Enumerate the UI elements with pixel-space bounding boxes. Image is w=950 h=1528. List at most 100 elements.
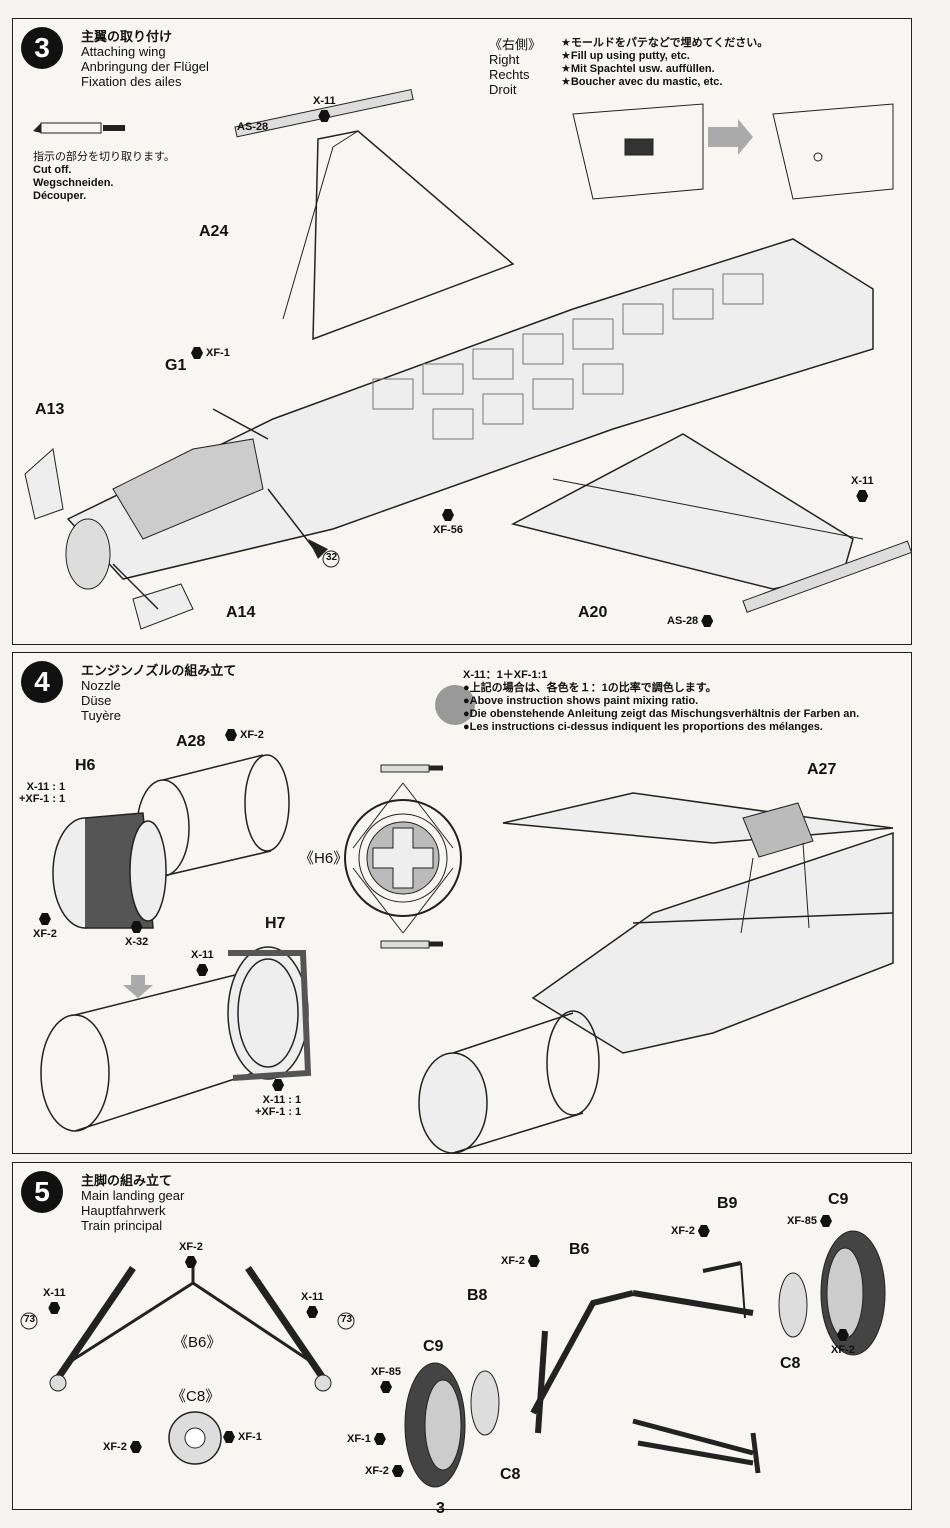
cut-fr: Découper. — [33, 190, 87, 202]
paint-hex-icon — [441, 509, 454, 521]
paint-xf2-a28: XF-2 — [225, 729, 264, 741]
step-title: エンジンノズルの組み立て Nozzle Düse Tuyère — [81, 663, 236, 723]
part-c9-left: C9 — [423, 1338, 444, 1355]
putty-jp: ★モールドをパテなどで埋めてください。 — [561, 37, 769, 49]
step-4-panel: 4 エンジンノズルの組み立て Nozzle Düse Tuyère — [12, 652, 912, 1154]
part-a13: A13 — [35, 401, 65, 418]
mix-title: X-11：1＋XF-1:1 — [463, 669, 548, 681]
part-b8: B8 — [467, 1287, 488, 1304]
paint-label: +XF-1 : 1 — [255, 1106, 302, 1118]
paint-label: X-11 — [313, 95, 336, 107]
paint-label: XF-1 — [238, 1431, 262, 1443]
paint-hex-icon — [196, 964, 209, 976]
paint-label: XF-2 — [240, 729, 264, 741]
page-number: 3 — [436, 1500, 445, 1517]
paint-xf1-c8: XF-1 — [223, 1431, 262, 1443]
step-title: 主脚の組み立て Main landing gear Hauptfahrwerk … — [81, 1173, 184, 1233]
paint-label: X-11 : 1 — [26, 781, 66, 793]
part-as28-bottom-label: AS-28 — [667, 615, 699, 627]
paint-hex-icon — [527, 1255, 540, 1267]
title-jp: エンジンノズルの組み立て — [81, 663, 237, 678]
step-3-panel: 3 主翼の取り付け Attaching wing Anbringung der … — [12, 18, 912, 645]
step-title: 主翼の取り付け Attaching wing Anbringung der Fl… — [81, 29, 209, 89]
part-b6: B6 — [569, 1241, 590, 1258]
paint-label: X-32 — [125, 936, 149, 948]
paint-xf2-h6: XF-2 — [33, 913, 57, 940]
step-5-panel: 5 主脚の組み立て Main landing gear Hauptfahrwer… — [12, 1162, 912, 1510]
ref-step-73-left: 73 — [24, 1314, 36, 1325]
paint-x11-h7: X-11 — [191, 949, 214, 976]
paint-hex-icon — [223, 1431, 235, 1443]
step-number: 5 — [21, 1171, 63, 1213]
paint-xf85-right: XF-85 — [787, 1215, 832, 1227]
paint-mix-h6: X-11 : 1 +XF-1 : 1 — [19, 781, 65, 805]
title-fr: Train principal — [81, 1218, 163, 1233]
paint-hex-icon — [272, 1079, 285, 1091]
paint-mix-h7: X-11 : 1 +XF-1 : 1 — [255, 1079, 301, 1118]
step-number: 4 — [21, 661, 63, 703]
paint-hex-icon — [379, 1381, 392, 1393]
paint-xf2-top: XF-2 — [179, 1241, 203, 1268]
side-fr: Droit — [489, 82, 517, 97]
part-h7: H7 — [265, 915, 286, 932]
knife-icon — [380, 940, 443, 949]
paint-hex-icon — [225, 729, 237, 741]
paint-label: XF-2 — [671, 1225, 695, 1237]
title-en: Main landing gear — [81, 1188, 185, 1203]
paint-label: XF-2 — [179, 1241, 203, 1253]
title-fr: Fixation des ailes — [81, 74, 182, 89]
paint-hex-icon — [48, 1302, 61, 1314]
part-a27: A27 — [807, 761, 837, 778]
paint-hex-icon — [129, 1441, 142, 1453]
paint-xf2-c8: XF-2 — [103, 1441, 142, 1453]
part-as28-top: AS-28 — [237, 121, 269, 133]
paint-label: XF-85 — [371, 1366, 401, 1378]
part-c9-right: C9 — [828, 1191, 849, 1208]
paint-x11-right: X-11 — [301, 1291, 324, 1318]
title-de: Düse — [81, 693, 112, 708]
part-a20: A20 — [578, 604, 608, 621]
paint-hex-icon — [130, 921, 143, 933]
ref-step-32: 32 — [326, 552, 338, 563]
paint-hex-icon — [697, 1225, 710, 1237]
right-side-label: 《右側》 Right Rechts Droit — [489, 37, 541, 97]
knife-icon — [33, 122, 125, 134]
side-en: Right — [489, 52, 520, 67]
paint-xf1: XF-1 — [191, 347, 230, 359]
part-a28: A28 — [176, 733, 206, 750]
paint-xf2-b9: XF-2 — [671, 1225, 710, 1237]
paint-hex-icon — [819, 1215, 832, 1227]
title-fr: Tuyère — [81, 708, 121, 723]
mix-badge-icon — [435, 685, 475, 725]
h6-detail-label: 《H6》 — [299, 850, 349, 867]
part-g1: G1 — [165, 357, 187, 374]
paint-xf85-left: XF-85 — [371, 1366, 401, 1393]
putty-de: ★Mit Spachtel usw. auffüllen. — [561, 63, 715, 75]
putty-fr: ★Boucher avec du mastic, etc. — [561, 76, 723, 88]
paint-x11-top: X-11 — [313, 95, 336, 122]
paint-hex-icon — [184, 1256, 197, 1268]
title-de: Hauptfahrwerk — [81, 1203, 166, 1218]
paint-xf1-wheel: XF-1 — [347, 1433, 386, 1445]
ref-step-73-right: 73 — [341, 1314, 353, 1325]
paint-hex-icon — [373, 1433, 386, 1445]
paint-xf56: XF-56 — [433, 509, 463, 536]
paint-label: XF-56 — [433, 524, 463, 536]
side-jp: 《右側》 — [489, 37, 542, 52]
paint-label: X-11 — [851, 475, 874, 487]
part-a14: A14 — [226, 604, 256, 621]
mix-fr: ●Les instructions ci-dessus indiquent le… — [463, 721, 823, 733]
paint-label: XF-85 — [787, 1215, 817, 1227]
cut-jp: 指示の部分を切り取ります。 — [33, 151, 175, 163]
mix-de: ●Die obenstehende Anleitung zeigt das Mi… — [463, 708, 860, 720]
title-de: Anbringung der Flügel — [81, 59, 209, 74]
title-en: Nozzle — [81, 678, 121, 693]
paint-mix-note: X-11：1＋XF-1:1 ●上記の場合は、各色を１：1の比率で調色します。 ●… — [463, 669, 859, 734]
paint-xf2-b8: XF-2 — [501, 1255, 540, 1267]
paint-hex-icon — [856, 490, 869, 502]
cut-de: Wegschneiden. — [33, 177, 114, 189]
mix-jp: ●上記の場合は、各色を１：1の比率で調色します。 — [463, 682, 717, 694]
paint-label: XF-2 — [103, 1441, 127, 1453]
paint-label: XF-2 — [33, 928, 57, 940]
step-number: 3 — [21, 27, 63, 69]
